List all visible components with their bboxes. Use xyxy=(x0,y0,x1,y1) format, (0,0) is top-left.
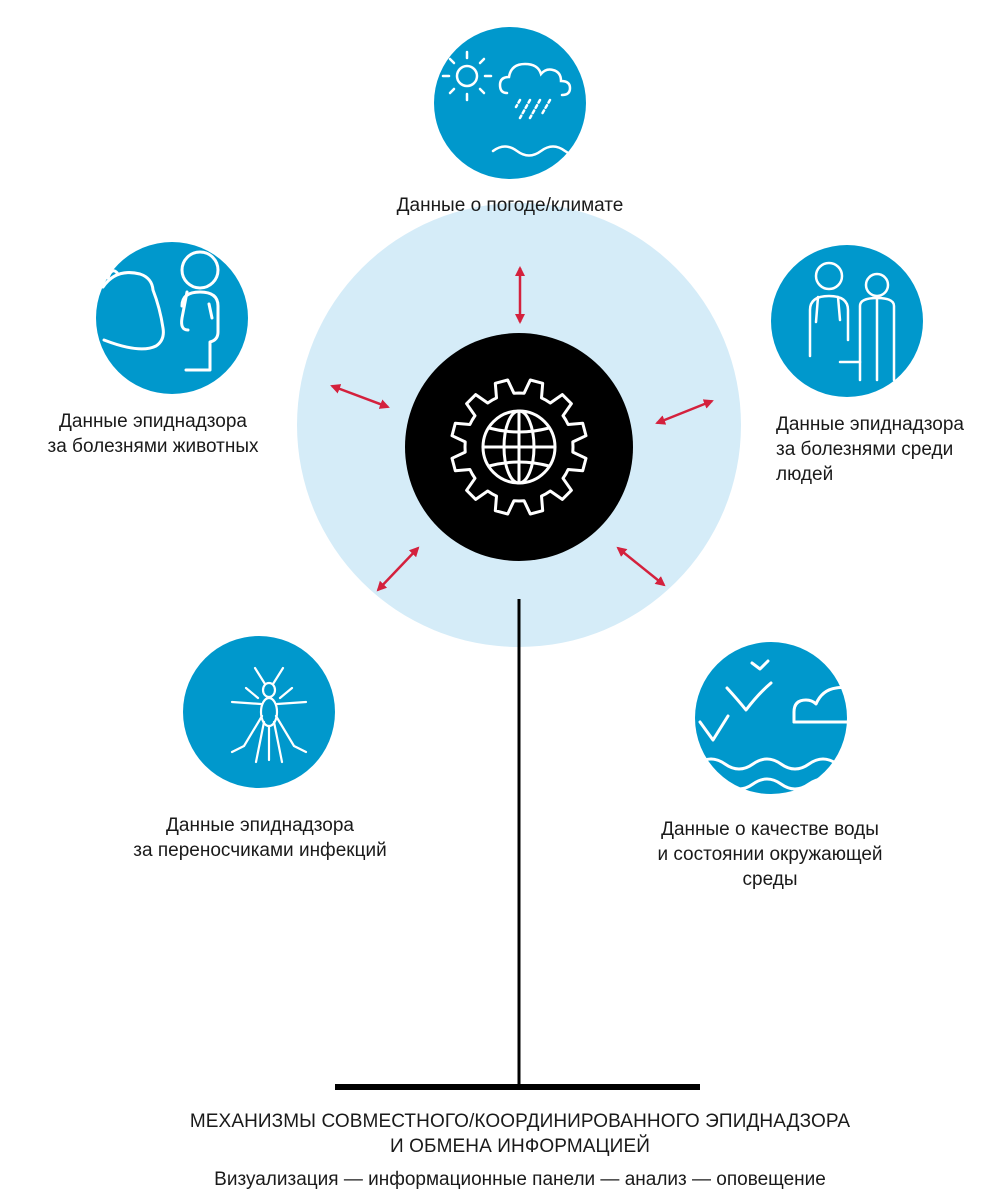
label-human-line-2: за болезнями среди xyxy=(776,439,954,460)
label-human-line-3: людей xyxy=(776,464,834,485)
node-human xyxy=(771,245,923,397)
arrow-vector xyxy=(376,546,420,592)
label-human-line-1: Данные эпиднадзора xyxy=(776,414,964,435)
doctor-patient-icon xyxy=(808,261,896,382)
arrow-animal xyxy=(330,384,390,409)
label-vector-line-1: Данные эпиднадзора xyxy=(166,815,354,836)
node-water xyxy=(695,642,857,794)
node-animal xyxy=(96,242,248,394)
exchange-arrows xyxy=(330,266,714,592)
label-water: Данные о качестве воды и состоянии окруж… xyxy=(620,817,920,892)
footer-subtitle: Визуализация — информационные панели — а… xyxy=(100,1167,940,1192)
label-water-line-2: и состоянии окружающей xyxy=(657,844,883,865)
birds-water-icon xyxy=(695,659,857,791)
label-animal-line-2: за болезнями животных xyxy=(47,436,259,457)
footer-subtitle-text: Визуализация — информационные панели — а… xyxy=(214,1169,826,1190)
label-water-line-3: среды xyxy=(742,869,798,890)
hub xyxy=(405,333,633,561)
label-water-line-1: Данные о качестве воды xyxy=(661,819,879,840)
weather-icon xyxy=(441,50,584,157)
node-vector xyxy=(183,636,335,788)
label-animal-line-1: Данные эпиднадзора xyxy=(59,411,247,432)
footer-title-line-2: И ОБМЕНА ИНФОРМАЦИЕЙ xyxy=(390,1136,650,1157)
vet-cow-icon xyxy=(101,250,220,372)
label-weather: Данные о погоде/климате xyxy=(360,193,660,218)
label-vector: Данные эпиднадзора за переносчиками инфе… xyxy=(110,813,410,863)
node-weather xyxy=(434,27,586,179)
footer-title: МЕХАНИЗМЫ СОВМЕСТНОГО/КООРДИНИРОВАННОГО … xyxy=(100,1109,940,1159)
label-weather-line-1: Данные о погоде/климате xyxy=(396,195,624,216)
arrow-human xyxy=(655,399,714,425)
mosquito-icon xyxy=(230,666,308,764)
label-animal: Данные эпиднадзора за болезнями животных xyxy=(8,409,298,459)
label-vector-line-2: за переносчиками инфекций xyxy=(133,840,387,861)
arrow-water xyxy=(616,546,666,587)
label-human: Данные эпиднадзора за болезнями среди лю… xyxy=(776,412,996,487)
footer-title-line-1: МЕХАНИЗМЫ СОВМЕСТНОГО/КООРДИНИРОВАННОГО … xyxy=(189,1111,851,1132)
gear-globe-icon xyxy=(450,378,588,516)
